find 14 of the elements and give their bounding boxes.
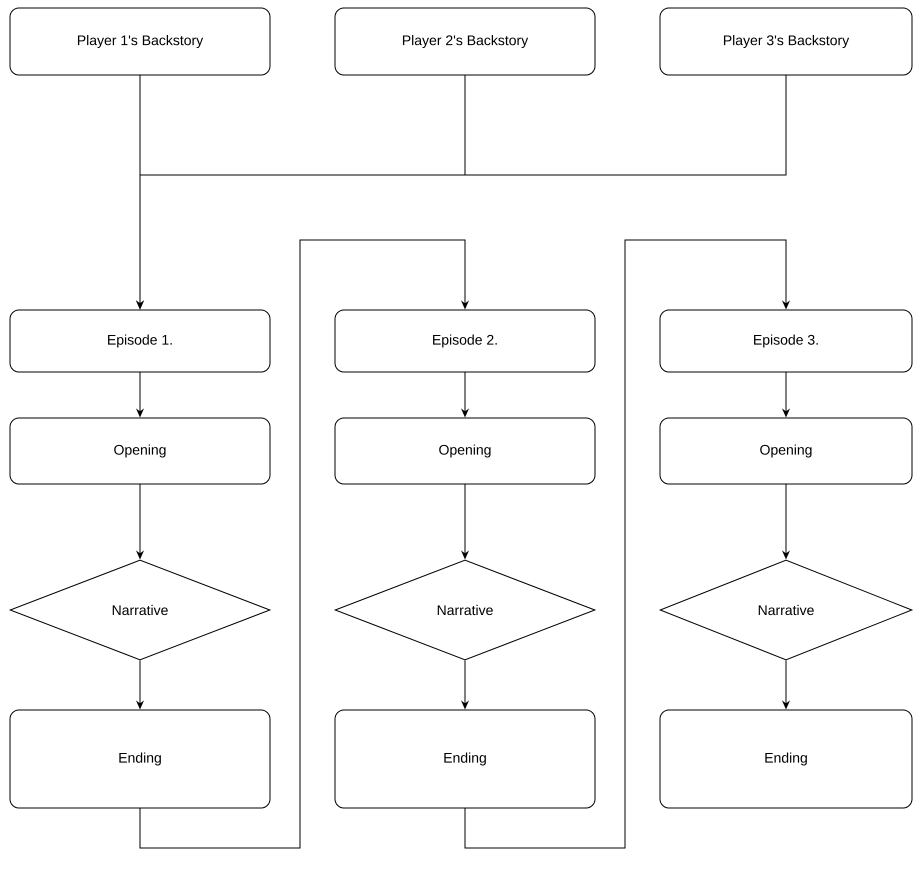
arrow bbox=[140, 240, 470, 848]
arrow bbox=[464, 240, 790, 848]
process-box: Player 3's Backstory bbox=[660, 8, 912, 76]
process-box: Episode 3. bbox=[660, 310, 912, 372]
process-box: Episode 1. bbox=[10, 310, 270, 372]
process-box: Ending bbox=[334, 710, 596, 808]
process-box: Player 2's Backstory bbox=[334, 8, 596, 76]
process-box: Opening bbox=[660, 418, 912, 484]
process-box: Opening bbox=[334, 418, 596, 484]
process-box: Player 1's Backstory bbox=[10, 8, 270, 76]
process-box: Opening bbox=[10, 418, 270, 484]
process-box: Ending bbox=[660, 710, 912, 808]
process-box: Episode 2. bbox=[334, 310, 596, 372]
process-box: Ending bbox=[10, 710, 270, 808]
